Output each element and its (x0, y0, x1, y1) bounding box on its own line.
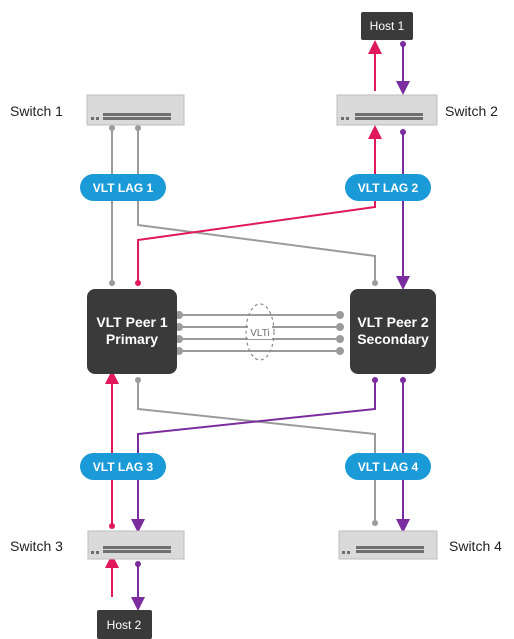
dot-switch1-a (109, 125, 115, 131)
vlt-lag-1-label: VLT LAG 1 (93, 181, 154, 195)
host-1: Host 1 (361, 12, 413, 40)
dot-switch3-red (109, 523, 115, 529)
purple-dots (135, 41, 406, 567)
dot-switch2-purple (400, 129, 406, 135)
host-2: Host 2 (97, 610, 152, 639)
red-peer1-to-switch2 (137, 125, 382, 283)
switch-4-body (338, 530, 438, 560)
vlt-peer-1-line1: VLT Peer 1 (96, 314, 168, 330)
switch-2: Switch 2 (336, 94, 498, 126)
switch-4: Switch 4 (338, 530, 502, 560)
switch-3-label: Switch 3 (10, 538, 63, 554)
vlti-ellipse (245, 303, 275, 361)
switch-3-ports-icon (91, 546, 171, 554)
vlt-peer-2-line1: VLT Peer 2 (357, 314, 429, 330)
dot-switch4-gray (372, 520, 378, 526)
vlt-lag-2-label: VLT LAG 2 (358, 181, 419, 195)
switch-3-body (87, 530, 185, 560)
switch-3: Switch 3 (10, 530, 185, 560)
dot-peer1-top-gray (109, 280, 115, 286)
switch-2-label: Switch 2 (445, 103, 498, 119)
red-traffic-path (105, 40, 382, 597)
vlt-peer-1-box (87, 289, 177, 374)
vlt-lag-1-badge: VLT LAG 1 (80, 174, 166, 201)
vlt-peer-2: VLT Peer 2 Secondary (350, 289, 436, 374)
vlt-lag-4-badge: VLT LAG 4 (345, 453, 431, 480)
switch-4-label: Switch 4 (449, 538, 502, 554)
vlti-links (175, 311, 344, 355)
dot-switch3-purple (135, 561, 141, 567)
switch-2-body (336, 94, 438, 126)
switch-1: Switch 1 (10, 94, 185, 126)
switch-1-label: Switch 1 (10, 103, 63, 119)
switch-2-ports-icon (341, 113, 423, 120)
link-peer1-switch4 (137, 380, 376, 523)
switch-4-ports-icon (342, 546, 424, 554)
vlt-lag-3-label: VLT LAG 3 (93, 460, 154, 474)
dot-peer1-bottom-gray (135, 377, 141, 383)
switch-1-ports-icon (91, 113, 171, 120)
red-dots (109, 280, 141, 529)
dot-peer2-purple-b (400, 377, 406, 383)
dot-switch1-b (135, 125, 141, 131)
vlt-lag-2-badge: VLT LAG 2 (345, 174, 431, 201)
vlt-peer-1: VLT Peer 1 Primary (87, 289, 177, 374)
dot-host1-purple (400, 41, 406, 47)
switch-1-body (86, 94, 185, 126)
vlti-label: VLTi (250, 328, 269, 339)
gray-link-dots (109, 125, 378, 526)
purple-peer2-to-switch3 (131, 380, 376, 533)
vlt-peer-2-box (350, 289, 436, 374)
dot-peer2-purple-a (372, 377, 378, 383)
vlt-peer-1-line2: Primary (106, 331, 158, 347)
vlt-lag-4-label: VLT LAG 4 (358, 460, 419, 474)
host-2-label: Host 2 (107, 618, 142, 632)
vlt-lag-3-badge: VLT LAG 3 (80, 453, 166, 480)
vlti-label-bg (248, 325, 272, 339)
dot-peer2-top-gray (372, 280, 378, 286)
link-switch1-peer2 (137, 128, 376, 283)
dot-peer1-top-red (135, 280, 141, 286)
vlt-peer-2-line2: Secondary (357, 331, 429, 347)
host-1-label: Host 1 (370, 19, 405, 33)
